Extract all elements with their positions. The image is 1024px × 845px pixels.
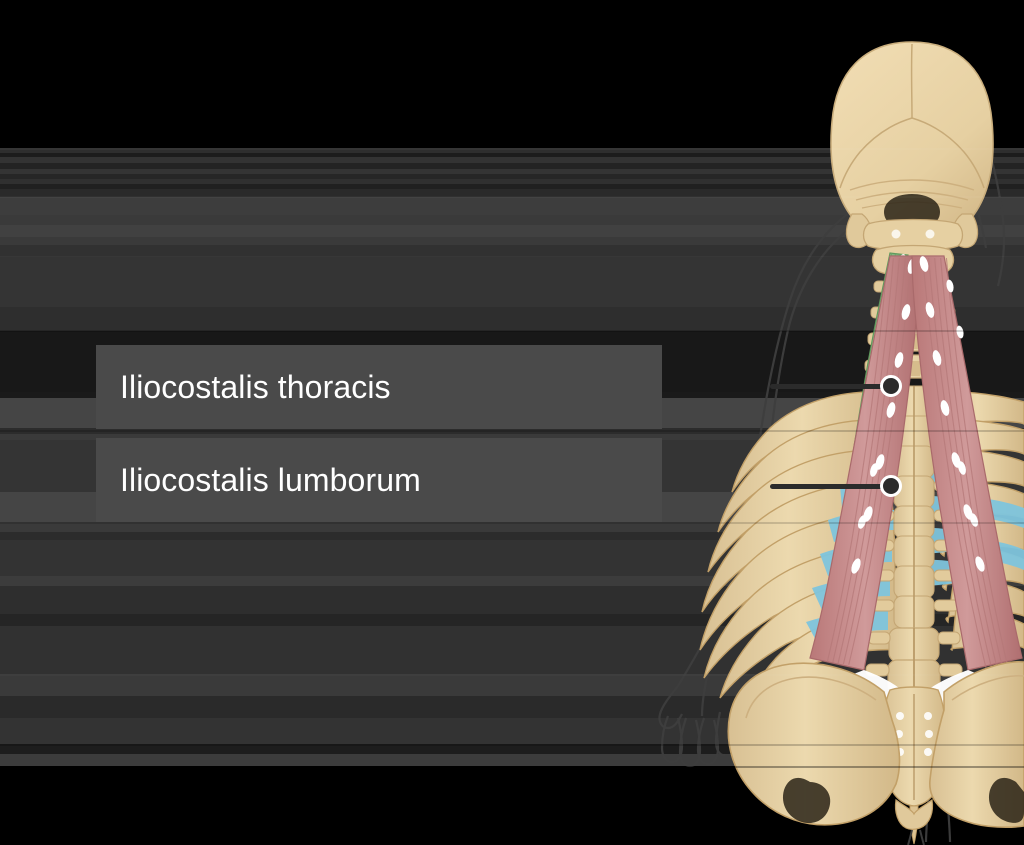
pelvis <box>727 661 1024 831</box>
marker-thoracis[interactable] <box>880 375 902 397</box>
backdrop-band <box>0 522 1024 532</box>
iliocostalis-lumborum-muscle <box>809 255 921 671</box>
backdrop-band <box>0 744 1024 754</box>
legs-outline <box>907 829 925 845</box>
backdrop-band <box>0 576 1024 586</box>
backdrop-band <box>0 189 1024 197</box>
iliocostalis-lumborum-muscle <box>911 255 1023 671</box>
backdrop-band <box>0 331 1024 337</box>
label-iliocostalis-lumborum[interactable]: Iliocostalis lumborum <box>96 438 662 522</box>
backdrop-band <box>0 174 1024 179</box>
backdrop-band <box>0 153 1024 157</box>
backdrop-band <box>0 148 1024 153</box>
backdrop-band <box>0 225 1024 237</box>
backdrop-band <box>0 434 1024 440</box>
backdrop-band <box>0 169 1024 174</box>
backdrop-band <box>0 245 1024 257</box>
backdrop-band <box>0 428 1024 434</box>
label-text: Iliocostalis lumborum <box>120 462 421 498</box>
anatomy-figure <box>612 0 1024 845</box>
backdrop-band <box>0 163 1024 169</box>
label-iliocostalis-thoracis[interactable]: Iliocostalis thoracis <box>96 345 662 429</box>
backdrop-band <box>0 197 1024 215</box>
backdrop-band <box>0 257 1024 307</box>
leader-line-thoracis <box>770 384 890 389</box>
backdrop-band <box>0 532 1024 540</box>
backdrop-band <box>0 184 1024 189</box>
backdrop-band <box>0 157 1024 163</box>
leader-line-lumborum <box>770 484 890 489</box>
skull <box>830 41 994 249</box>
backdrop-band <box>0 215 1024 225</box>
backdrop-band <box>0 237 1024 245</box>
label-text: Iliocostalis thoracis <box>120 369 391 405</box>
backdrop-band <box>0 307 1024 331</box>
backdrop-band <box>0 179 1024 184</box>
marker-lumborum[interactable] <box>880 475 902 497</box>
